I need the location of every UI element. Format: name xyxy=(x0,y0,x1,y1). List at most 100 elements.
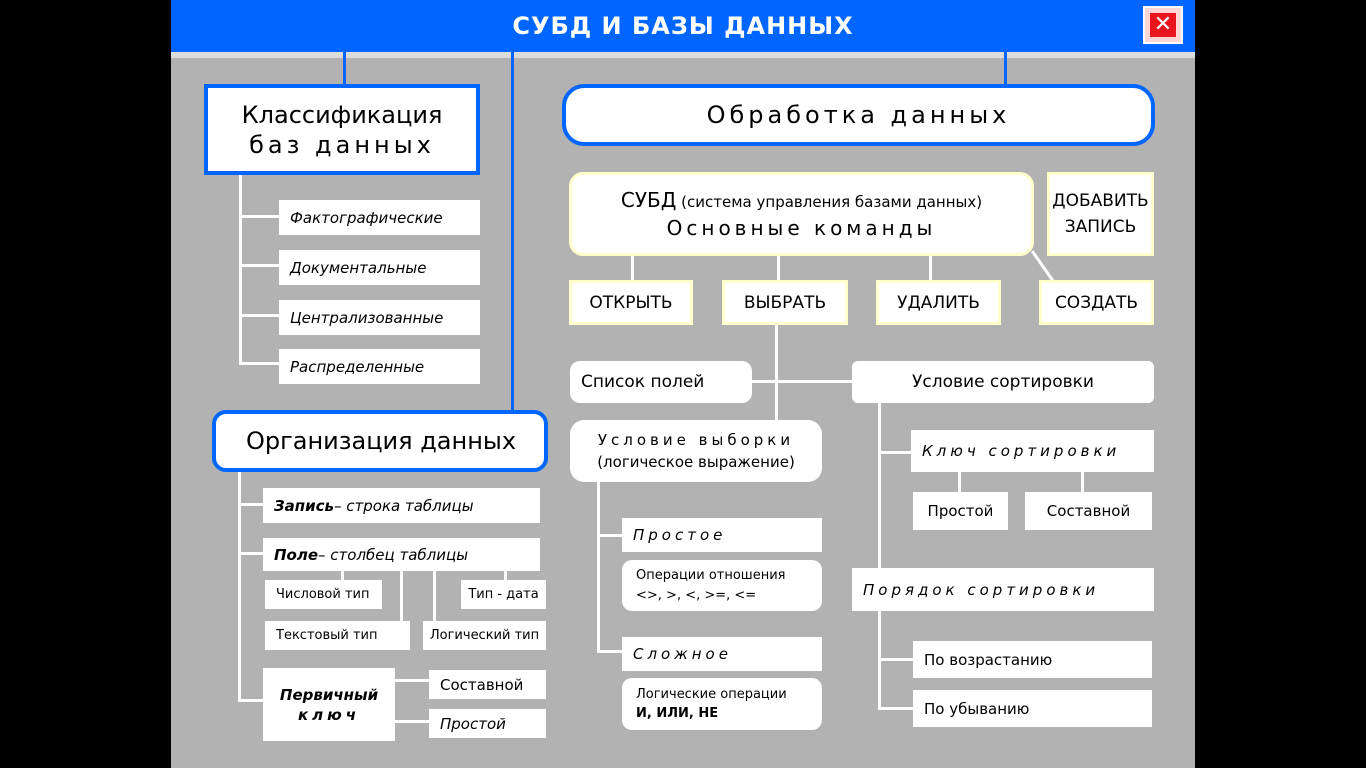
connector xyxy=(504,571,507,581)
connector xyxy=(597,482,600,652)
classification-heading-line2: баз данных xyxy=(249,130,435,159)
sort-key-composite: Составной xyxy=(1025,492,1152,530)
connector xyxy=(395,720,429,723)
field-desc: – столбец таблицы xyxy=(318,545,469,564)
record-desc: – строка таблицы xyxy=(334,496,474,515)
connector xyxy=(597,534,622,537)
field-term: Поле xyxy=(274,545,319,564)
connector xyxy=(239,362,279,365)
processing-heading: Обработка данных xyxy=(562,84,1155,146)
key-composite: Составной xyxy=(429,670,546,699)
primary-key: Первичный ключ xyxy=(263,668,395,741)
relation-operations-line2: <>, >, <, >=, <= xyxy=(636,587,757,603)
dbms-line2: Основные команды xyxy=(666,216,937,240)
sort-key-simple-label: Простой xyxy=(927,502,994,520)
dbms-abbrev: СУБД xyxy=(620,188,677,212)
record-definition: Запись – строка таблицы xyxy=(263,488,540,523)
connector xyxy=(775,325,778,421)
sort-key-label: Ключ сортировки xyxy=(922,442,1121,460)
primary-key-line1: Первичный xyxy=(279,685,379,704)
connector xyxy=(750,380,853,383)
connector xyxy=(958,472,961,492)
list-item-label: Документальные xyxy=(290,258,427,277)
key-composite-label: Составной xyxy=(440,675,524,694)
command-open-label: ОТКРЫТЬ xyxy=(589,292,673,313)
classification-heading: Классификация баз данных xyxy=(204,84,480,175)
connector xyxy=(597,650,622,653)
sort-order-label: Порядок сортировки xyxy=(863,580,1100,599)
connector xyxy=(400,571,403,622)
dbms-full: (система управления базами данных) xyxy=(681,193,983,211)
connector xyxy=(1081,472,1084,492)
type-date-label: Тип - дата xyxy=(468,587,539,602)
simple-condition-label: Простое xyxy=(633,526,727,544)
connector xyxy=(239,314,279,317)
add-record-line2: ЗАПИСЬ xyxy=(1064,217,1137,237)
command-delete: УДАЛИТЬ xyxy=(876,280,1001,325)
key-simple: Простой xyxy=(429,709,546,738)
connector xyxy=(631,256,634,281)
connector xyxy=(238,552,263,555)
type-numeric: Числовой тип xyxy=(265,580,382,609)
connector xyxy=(341,571,344,581)
field-list-label: Список полей xyxy=(581,372,705,392)
title-stripe xyxy=(171,52,1195,58)
connector xyxy=(878,451,911,454)
classification-heading-line1: Классификация xyxy=(241,100,443,129)
simple-condition: Простое xyxy=(622,518,822,552)
type-numeric-label: Числовой тип xyxy=(276,587,370,602)
list-item-label: Распределенные xyxy=(290,357,425,376)
field-list: Список полей xyxy=(570,361,752,403)
record-term: Запись xyxy=(274,496,335,515)
command-select-label: ВЫБРАТЬ xyxy=(743,292,827,313)
connector xyxy=(929,256,932,281)
connector xyxy=(239,175,242,365)
command-delete-label: УДАЛИТЬ xyxy=(897,292,980,313)
primary-key-line2: ключ xyxy=(297,705,361,724)
connector xyxy=(777,256,780,281)
select-condition-line2: (логическое выражение) xyxy=(597,453,795,471)
add-record-line1: ДОБАВИТЬ xyxy=(1052,191,1149,211)
sort-order: Порядок сортировки xyxy=(852,568,1154,611)
slide: СУБД И БАЗЫ ДАННЫХ ✕ Классификация баз д… xyxy=(171,0,1195,768)
select-condition-line1: Условие выборки xyxy=(597,431,795,449)
title-bar: СУБД И БАЗЫ ДАННЫХ xyxy=(171,0,1195,52)
sort-descending: По убыванию xyxy=(913,690,1152,727)
connector xyxy=(878,403,881,710)
list-item-label: Фактографические xyxy=(290,208,443,227)
command-open: ОТКРЫТЬ xyxy=(569,280,693,325)
connector xyxy=(880,707,913,710)
sort-descending-label: По убыванию xyxy=(924,699,1030,718)
logical-operations-line1: Логические операции xyxy=(636,687,787,702)
select-condition: Условие выборки (логическое выражение) xyxy=(570,420,822,482)
connector xyxy=(343,52,346,84)
connector xyxy=(880,658,913,661)
sort-key-simple: Простой xyxy=(913,492,1008,530)
relation-operations-line1: Операции отношения xyxy=(636,567,786,583)
dbms-line1: СУБД (система управления базами данных) xyxy=(621,187,982,215)
relation-operations: Операции отношения <>, >, <, >=, <= xyxy=(622,560,822,611)
close-button[interactable]: ✕ xyxy=(1143,6,1183,44)
close-icon: ✕ xyxy=(1150,13,1176,37)
add-record-command: ДОБАВИТЬ ЗАПИСЬ xyxy=(1047,172,1154,256)
connector xyxy=(239,264,279,267)
type-text: Текстовый тип xyxy=(265,621,410,650)
type-logical-label: Логический тип xyxy=(429,628,540,643)
sort-condition: Условие сортировки xyxy=(852,361,1154,403)
field-definition: Поле – столбец таблицы xyxy=(263,538,540,571)
connector xyxy=(433,571,436,622)
type-date: Тип - дата xyxy=(461,580,546,609)
organization-heading-label: Организация данных xyxy=(246,427,517,455)
logical-operations: Логические операции И, ИЛИ, НЕ xyxy=(622,678,822,730)
complex-condition: Сложное xyxy=(622,637,822,671)
list-item: Распределенные xyxy=(279,349,480,384)
connector xyxy=(1004,52,1007,84)
sort-ascending: По возрастанию xyxy=(913,641,1152,678)
processing-heading-label: Обработка данных xyxy=(706,101,1011,129)
connector xyxy=(395,679,429,682)
type-logical: Логический тип xyxy=(423,621,546,650)
list-item: Фактографические xyxy=(279,200,480,235)
organization-heading: Организация данных xyxy=(212,410,548,472)
sort-ascending-label: По возрастанию xyxy=(924,650,1053,669)
key-simple-label: Простой xyxy=(440,714,506,733)
